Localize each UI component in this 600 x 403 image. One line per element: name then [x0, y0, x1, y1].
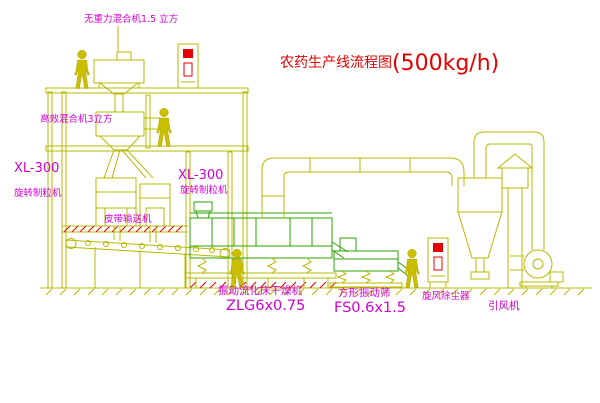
belt-conveyor-machine: [65, 238, 231, 288]
worker-figure-4: [404, 248, 420, 288]
vibrating-screen-machine: [329, 237, 413, 288]
exhaust-stack: [496, 153, 534, 288]
label-belt-conveyor: 皮带输送机: [104, 213, 152, 225]
label-granulator-left: 旋转制粒机: [14, 187, 62, 199]
label-gravity-mixer: 无重力混合机1.5 立方: [84, 13, 178, 25]
cyclone-to-fan-duct: [473, 131, 545, 250]
control-panel-lower: [427, 237, 449, 288]
label-xl300-right: XL-300: [178, 168, 223, 183]
label-cyclone: 旋风除尘器: [422, 290, 470, 302]
control-panel-upper: [177, 43, 199, 89]
granulator-left-machine: [95, 177, 137, 227]
worker-figure-1: [74, 49, 90, 89]
worker-figure-2: [156, 107, 172, 147]
cyclone-separator-machine: [457, 177, 503, 280]
fluid-bed-dryer-machine: [185, 201, 349, 288]
label-fan: 引风机: [488, 299, 520, 312]
label-granulator-right: 旋转制粒机: [180, 184, 228, 196]
induced-draft-fan-machine: [510, 249, 564, 288]
diagram-title-capacity: (500kg/h): [392, 51, 499, 76]
label-screen-model: FS0.6x1.5: [334, 300, 406, 316]
granulator-right-machine: [113, 183, 171, 243]
ground-line: [40, 281, 592, 296]
gravity-mixer: [93, 26, 145, 112]
main-exhaust-duct: [261, 157, 465, 218]
diagram-title: 农药生产线流程图: [280, 55, 392, 71]
label-screen-name: 方形振动筛: [338, 286, 391, 299]
label-dryer-name: 振动流化床干燥机: [218, 284, 302, 297]
label-dryer-model: ZLG6x0.75: [226, 298, 305, 314]
label-high-efficiency-mixer: 高效混合机3立方: [40, 113, 113, 125]
label-xl300-left: XL-300: [14, 161, 59, 176]
